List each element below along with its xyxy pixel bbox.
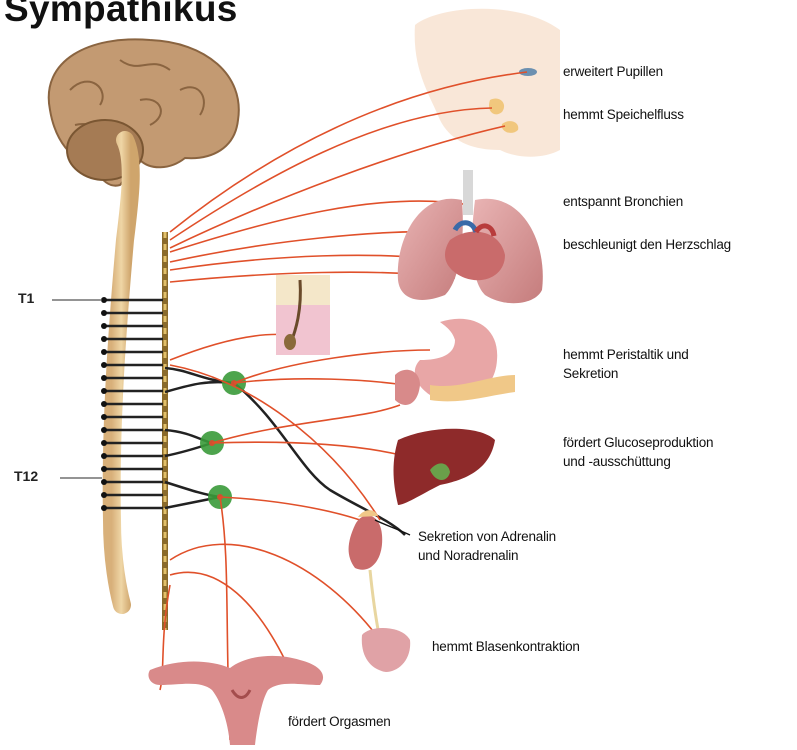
segment-label-t1: T1	[18, 290, 34, 306]
effect-pupils: erweitert Pupillen	[563, 62, 663, 81]
effect-peristalsis: hemmt Peristaltik und Sekretion	[563, 345, 689, 383]
effect-adrenal: Sekretion von Adrenalin und Noradrenalin	[418, 527, 556, 565]
effect-peristalsis-line-2: Sekretion	[563, 364, 689, 383]
effect-glucose-line-2: und -ausschüttung	[563, 452, 713, 471]
skin-hair-illustration	[276, 275, 330, 355]
bladder-illustration	[362, 628, 410, 672]
stomach-illustration	[395, 319, 515, 405]
effect-heart: beschleunigt den Herzschlag	[563, 235, 731, 254]
liver-illustration	[394, 429, 496, 505]
effect-bronchi: entspannt Bronchien	[563, 192, 683, 211]
lungs-and-heart-illustration	[398, 170, 543, 303]
effect-glucose-line-1: fördert Glucoseproduktion	[563, 433, 713, 452]
reproductive-organ-illustration	[148, 656, 323, 745]
brain-and-spinal-cord	[49, 39, 239, 630]
effect-peristalsis-line-1: hemmt Peristaltik und	[563, 345, 689, 364]
face-illustration	[415, 9, 560, 157]
page-title: Sympathikus	[4, 0, 238, 30]
effect-saliva: hemmt Speichelfluss	[563, 105, 684, 124]
effect-orgasm: fördert Orgasmen	[288, 712, 391, 731]
effect-adrenal-line-2: und Noradrenalin	[418, 546, 556, 565]
effect-glucose: fördert Glucoseproduktion und -ausschütt…	[563, 433, 713, 471]
segment-pointer-lines	[52, 300, 102, 478]
kidney-adrenal-illustration	[349, 510, 383, 640]
effect-bladder: hemmt Blasenkontraktion	[432, 637, 580, 656]
segment-label-t12: T12	[14, 468, 38, 484]
effect-adrenal-line-1: Sekretion von Adrenalin	[418, 527, 556, 546]
